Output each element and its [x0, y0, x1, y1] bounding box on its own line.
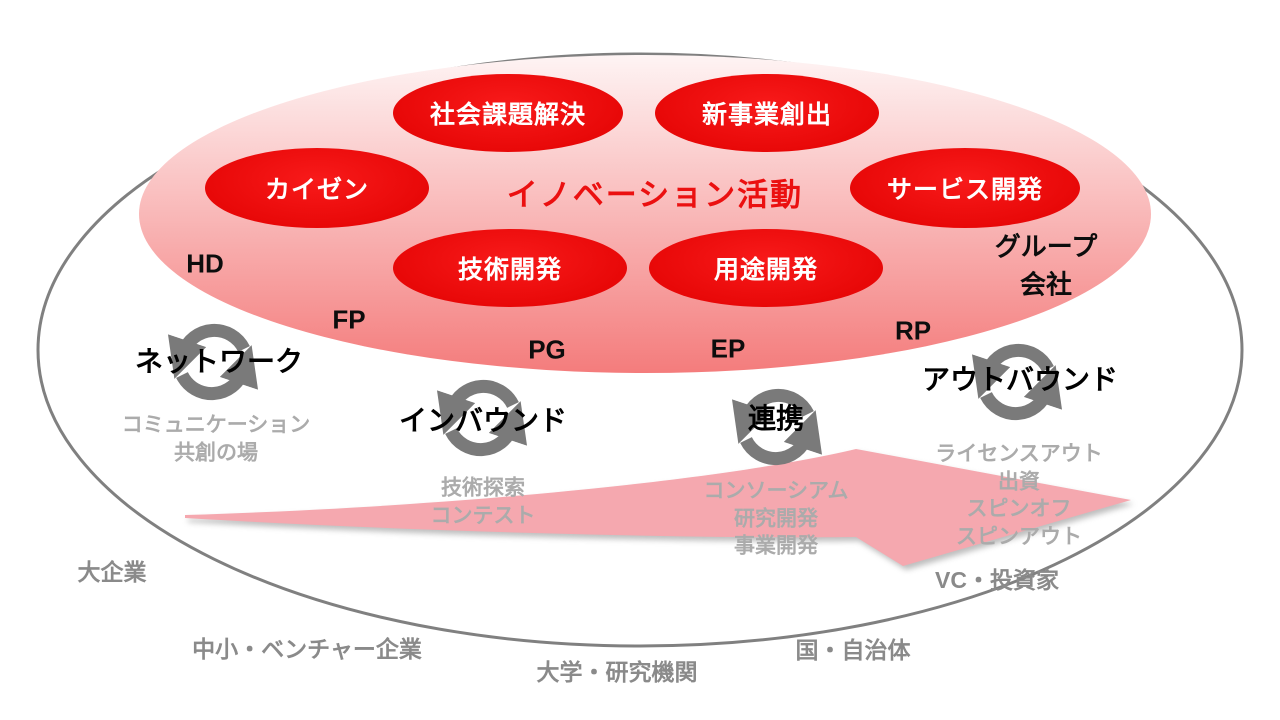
- cycle-label-inbound: インバウンド: [398, 405, 568, 436]
- zone-label-hd: HD: [186, 248, 224, 279]
- activity-oval-kaizen: カイゼン: [205, 148, 429, 228]
- activity-oval-tech-dev: 技術開発: [393, 229, 627, 307]
- cycle-label-outbound: アウトバウンド: [921, 364, 1119, 395]
- stakeholder-government: 国・自治体: [795, 637, 911, 663]
- activity-oval-social-issues: 社会課題解決: [393, 74, 623, 152]
- oval-label: 技術開発: [457, 256, 562, 284]
- zone-label-group-company: グループ 会社: [994, 231, 1098, 299]
- sub-label-alliance: コンソーシアム 研究開発 事業開発: [703, 479, 849, 558]
- oval-label: 新事業創出: [701, 101, 832, 129]
- diagram-title: イノベーション活動: [506, 177, 804, 213]
- sub-label-inbound: 技術探索 コンテスト: [430, 476, 536, 527]
- stakeholder-universities: 大学・研究機関: [536, 659, 698, 685]
- sub-label-outbound: ライセンスアウト 出資 スピンオフ スピンアウト: [935, 442, 1103, 549]
- zone-label-ep: EP: [710, 333, 746, 364]
- sub-label-network: コミュニケーション 共創の場: [121, 413, 311, 464]
- oval-label: サービス開発: [886, 176, 1043, 204]
- zone-label-fp: FP: [332, 304, 366, 335]
- cycle-label-alliance: 連携: [747, 403, 805, 434]
- oval-label: カイゼン: [264, 176, 369, 204]
- oval-label: 社会課題解決: [429, 101, 586, 129]
- zone-label-pg: PG: [528, 334, 566, 365]
- stakeholder-large-companies: 大企業: [77, 559, 147, 585]
- oval-label: 用途開発: [713, 256, 818, 284]
- zone-label-rp: RP: [894, 315, 932, 346]
- stakeholder-vc-investors: VC・投資家: [935, 567, 1059, 593]
- activity-oval-service-dev: サービス開発: [850, 148, 1080, 228]
- activity-oval-application-dev: 用途開発: [649, 229, 883, 307]
- activity-oval-new-business: 新事業創出: [655, 74, 879, 152]
- cycle-label-network: ネットワーク: [134, 346, 304, 377]
- stakeholder-sme-ventures: 中小・ベンチャー企業: [192, 636, 422, 662]
